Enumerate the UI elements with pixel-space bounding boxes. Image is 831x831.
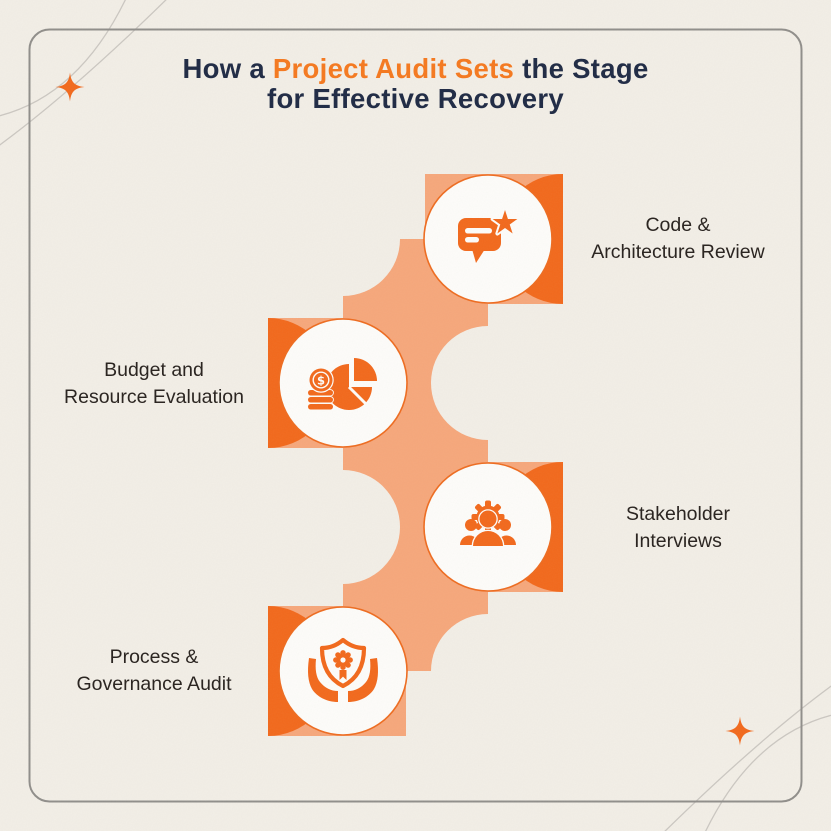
title-highlight: Project Audit Sets bbox=[272, 53, 515, 84]
svg-text:$: $ bbox=[317, 373, 325, 387]
title-post: the Stage bbox=[514, 53, 649, 84]
page-title: How a Project Audit Sets the Stage for E… bbox=[0, 54, 831, 114]
title-pre: How a bbox=[182, 53, 273, 84]
step-3-label: Stakeholder Interviews bbox=[625, 503, 731, 552]
rosette bbox=[333, 650, 353, 670]
step-4-label: Process & Governance Audit bbox=[76, 646, 232, 695]
step-1-label: Code & Architecture Review bbox=[591, 214, 765, 263]
title-line-2: for Effective Recovery bbox=[266, 83, 564, 114]
title-line-1: How a Project Audit Sets the Stage bbox=[0, 54, 831, 84]
step-2-label: Budget and Resource Evaluation bbox=[64, 359, 244, 408]
